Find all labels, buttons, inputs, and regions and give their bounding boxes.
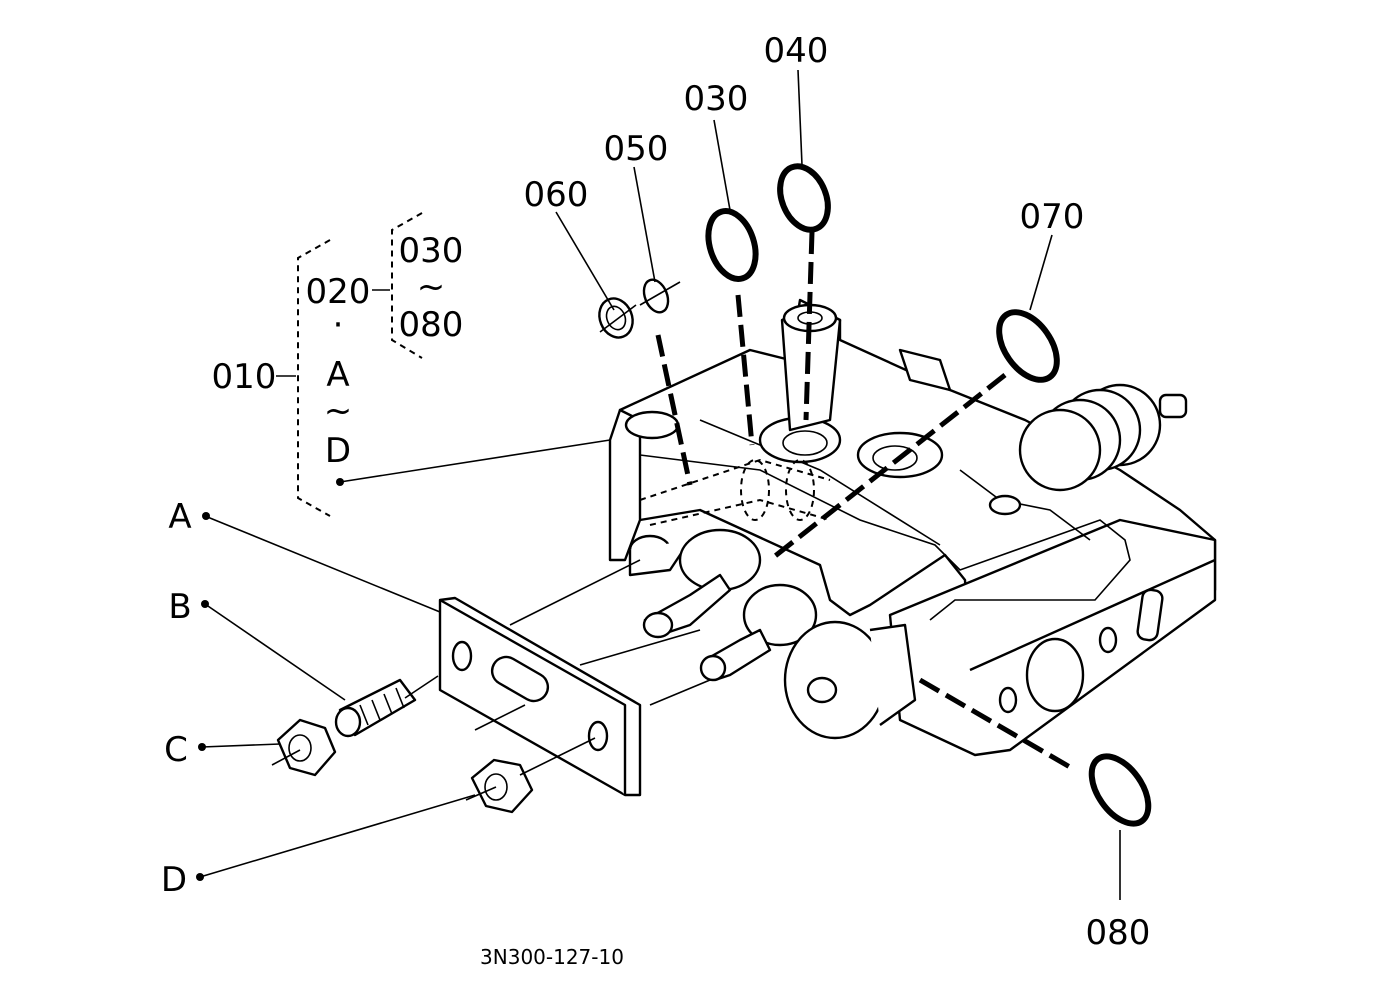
callout-d: D (161, 860, 187, 900)
callout-080: 080 (1086, 913, 1151, 953)
callout-030: 030 (684, 79, 749, 119)
figure-code: 3N300-127-10 (480, 945, 624, 969)
o-ring-080 (1088, 753, 1152, 827)
callout-labels: 040 030 050 060 070 080 030 ~ 080 020 · … (161, 31, 1151, 969)
leader-dots (196, 478, 344, 881)
o-ring-070 (996, 309, 1060, 383)
brace-080: 080 (399, 305, 464, 345)
callout-060: 060 (524, 175, 589, 215)
callout-050: 050 (604, 129, 669, 169)
explosion-lines (271, 559, 711, 801)
o-ring-040 (777, 163, 831, 233)
callout-040: 040 (764, 31, 829, 71)
spool-fittings (628, 528, 917, 740)
callout-070: 070 (1020, 197, 1085, 237)
callout-a: A (168, 497, 191, 537)
o-ring-030 (705, 208, 759, 282)
brace-d: D (325, 431, 351, 471)
assembly-centerlines (599, 231, 1077, 773)
brace-dot: · (333, 305, 344, 345)
brace-a: A (326, 355, 349, 395)
backup-ring-060 (598, 297, 634, 339)
brace-030: 030 (399, 231, 464, 271)
stud-part-b (334, 678, 417, 738)
callout-010: 010 (212, 357, 277, 397)
nut-part-d (470, 758, 534, 814)
nut-part-c (276, 718, 337, 777)
leader-lines (199, 69, 1121, 900)
callout-020: 020 (306, 272, 371, 312)
callout-b: B (168, 587, 191, 627)
valve-body (608, 298, 1217, 757)
spring-cap-assembly (898, 348, 1188, 492)
assembly-brace (276, 212, 423, 517)
brace-tilde-1: ~ (417, 267, 446, 307)
callout-c: C (164, 730, 188, 770)
brace-tilde-2: ~ (324, 391, 353, 431)
